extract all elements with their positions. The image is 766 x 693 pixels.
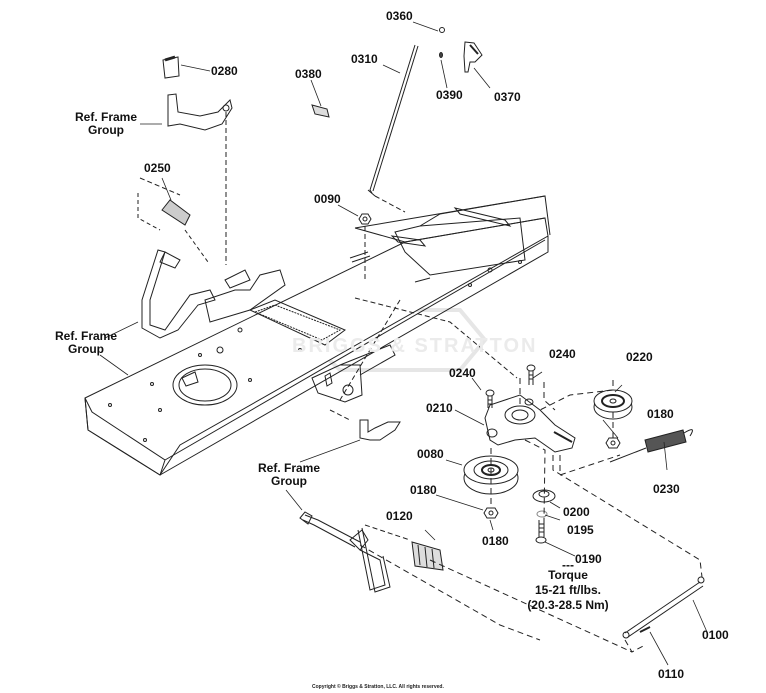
callout-0080: 0080: [417, 447, 444, 461]
callout-0180-bottom: 0180: [482, 534, 509, 548]
part-0110-pin: [639, 626, 651, 633]
part-0190-bolt: [535, 520, 547, 544]
callout-0180-mid: 0180: [410, 483, 437, 497]
callout-0380: 0380: [295, 67, 322, 81]
callout-0280: 0280: [211, 64, 238, 78]
part-0390-washer: [439, 52, 443, 58]
callout-0190: 0190: [575, 552, 602, 566]
clutch-pedal-assembly: [299, 511, 541, 641]
ref-frame-bracket: [359, 419, 401, 441]
part-0360-clip: [439, 27, 445, 33]
ref-frame-group-label-top: Ref. Frame Group: [72, 111, 140, 137]
callout-0250: 0250: [144, 161, 171, 175]
chassis-frame: [84, 195, 551, 476]
ref-frame-group-label-bottom: Ref. Frame Group: [255, 462, 323, 488]
part-0310-rod: [367, 44, 419, 197]
part-0380-clip: [311, 104, 330, 118]
ref-label-line2: Group: [88, 123, 124, 137]
part-0280-knob: [162, 55, 180, 79]
ref-label-line1: Ref. Frame: [257, 461, 321, 475]
callout-0180-right: 0180: [647, 407, 674, 421]
torque-imperial: 15-21 ft/lbs.: [534, 583, 602, 597]
part-0180-nut-right: [605, 437, 621, 449]
torque-metric: (20.3-28.5 Nm): [527, 598, 609, 612]
watermark-text: BRIGGS & STRATTON: [292, 335, 538, 357]
ref-frame-group-label-left: Ref. Frame Group: [52, 330, 120, 356]
part-0220-pulley: [593, 389, 633, 420]
torque-spec-note: --- Torque 15-21 ft/lbs. (20.3-28.5 Nm): [508, 550, 628, 613]
part-0250-pad: [137, 193, 209, 263]
callout-0220: 0220: [626, 350, 653, 364]
callout-0390: 0390: [436, 88, 463, 102]
part-0195-washer: [536, 510, 548, 518]
brake-arm-bracket: [167, 93, 233, 131]
callout-0370: 0370: [494, 90, 521, 104]
part-0100-rod: [622, 576, 705, 639]
ref-label-line2: Group: [271, 474, 307, 488]
part-0120-grip: [411, 541, 444, 571]
callout-0360: 0360: [386, 9, 413, 23]
part-0210-idler-bracket: [484, 394, 576, 453]
callout-0240-left: 0240: [449, 366, 476, 380]
callout-0100: 0100: [702, 628, 729, 642]
callout-0240-right: 0240: [549, 347, 576, 361]
callout-0090: 0090: [314, 192, 341, 206]
callout-0120: 0120: [386, 509, 413, 523]
part-0240-bolt-left: [485, 389, 495, 408]
callout-0310: 0310: [351, 52, 378, 66]
part-0090-nut: [358, 213, 372, 225]
copyright-notice: Copyright © Briggs & Stratton, LLC. All …: [312, 684, 444, 690]
part-0230-spring: [609, 429, 693, 463]
ref-label-line1: Ref. Frame: [54, 329, 118, 343]
callout-0210: 0210: [426, 401, 453, 415]
callout-0200: 0200: [563, 505, 590, 519]
ref-label-line2: Group: [68, 342, 104, 356]
part-0370-handle: [463, 41, 483, 73]
part-0180-nut-left: [483, 507, 499, 519]
torque-title: Torque: [548, 568, 588, 582]
callout-0230: 0230: [653, 482, 680, 496]
callout-0110: 0110: [658, 667, 685, 681]
callout-0195: 0195: [567, 523, 594, 537]
ref-label-line1: Ref. Frame: [74, 110, 138, 124]
pedal-lever: [141, 249, 216, 339]
part-0240-bolt-right: [526, 364, 536, 385]
